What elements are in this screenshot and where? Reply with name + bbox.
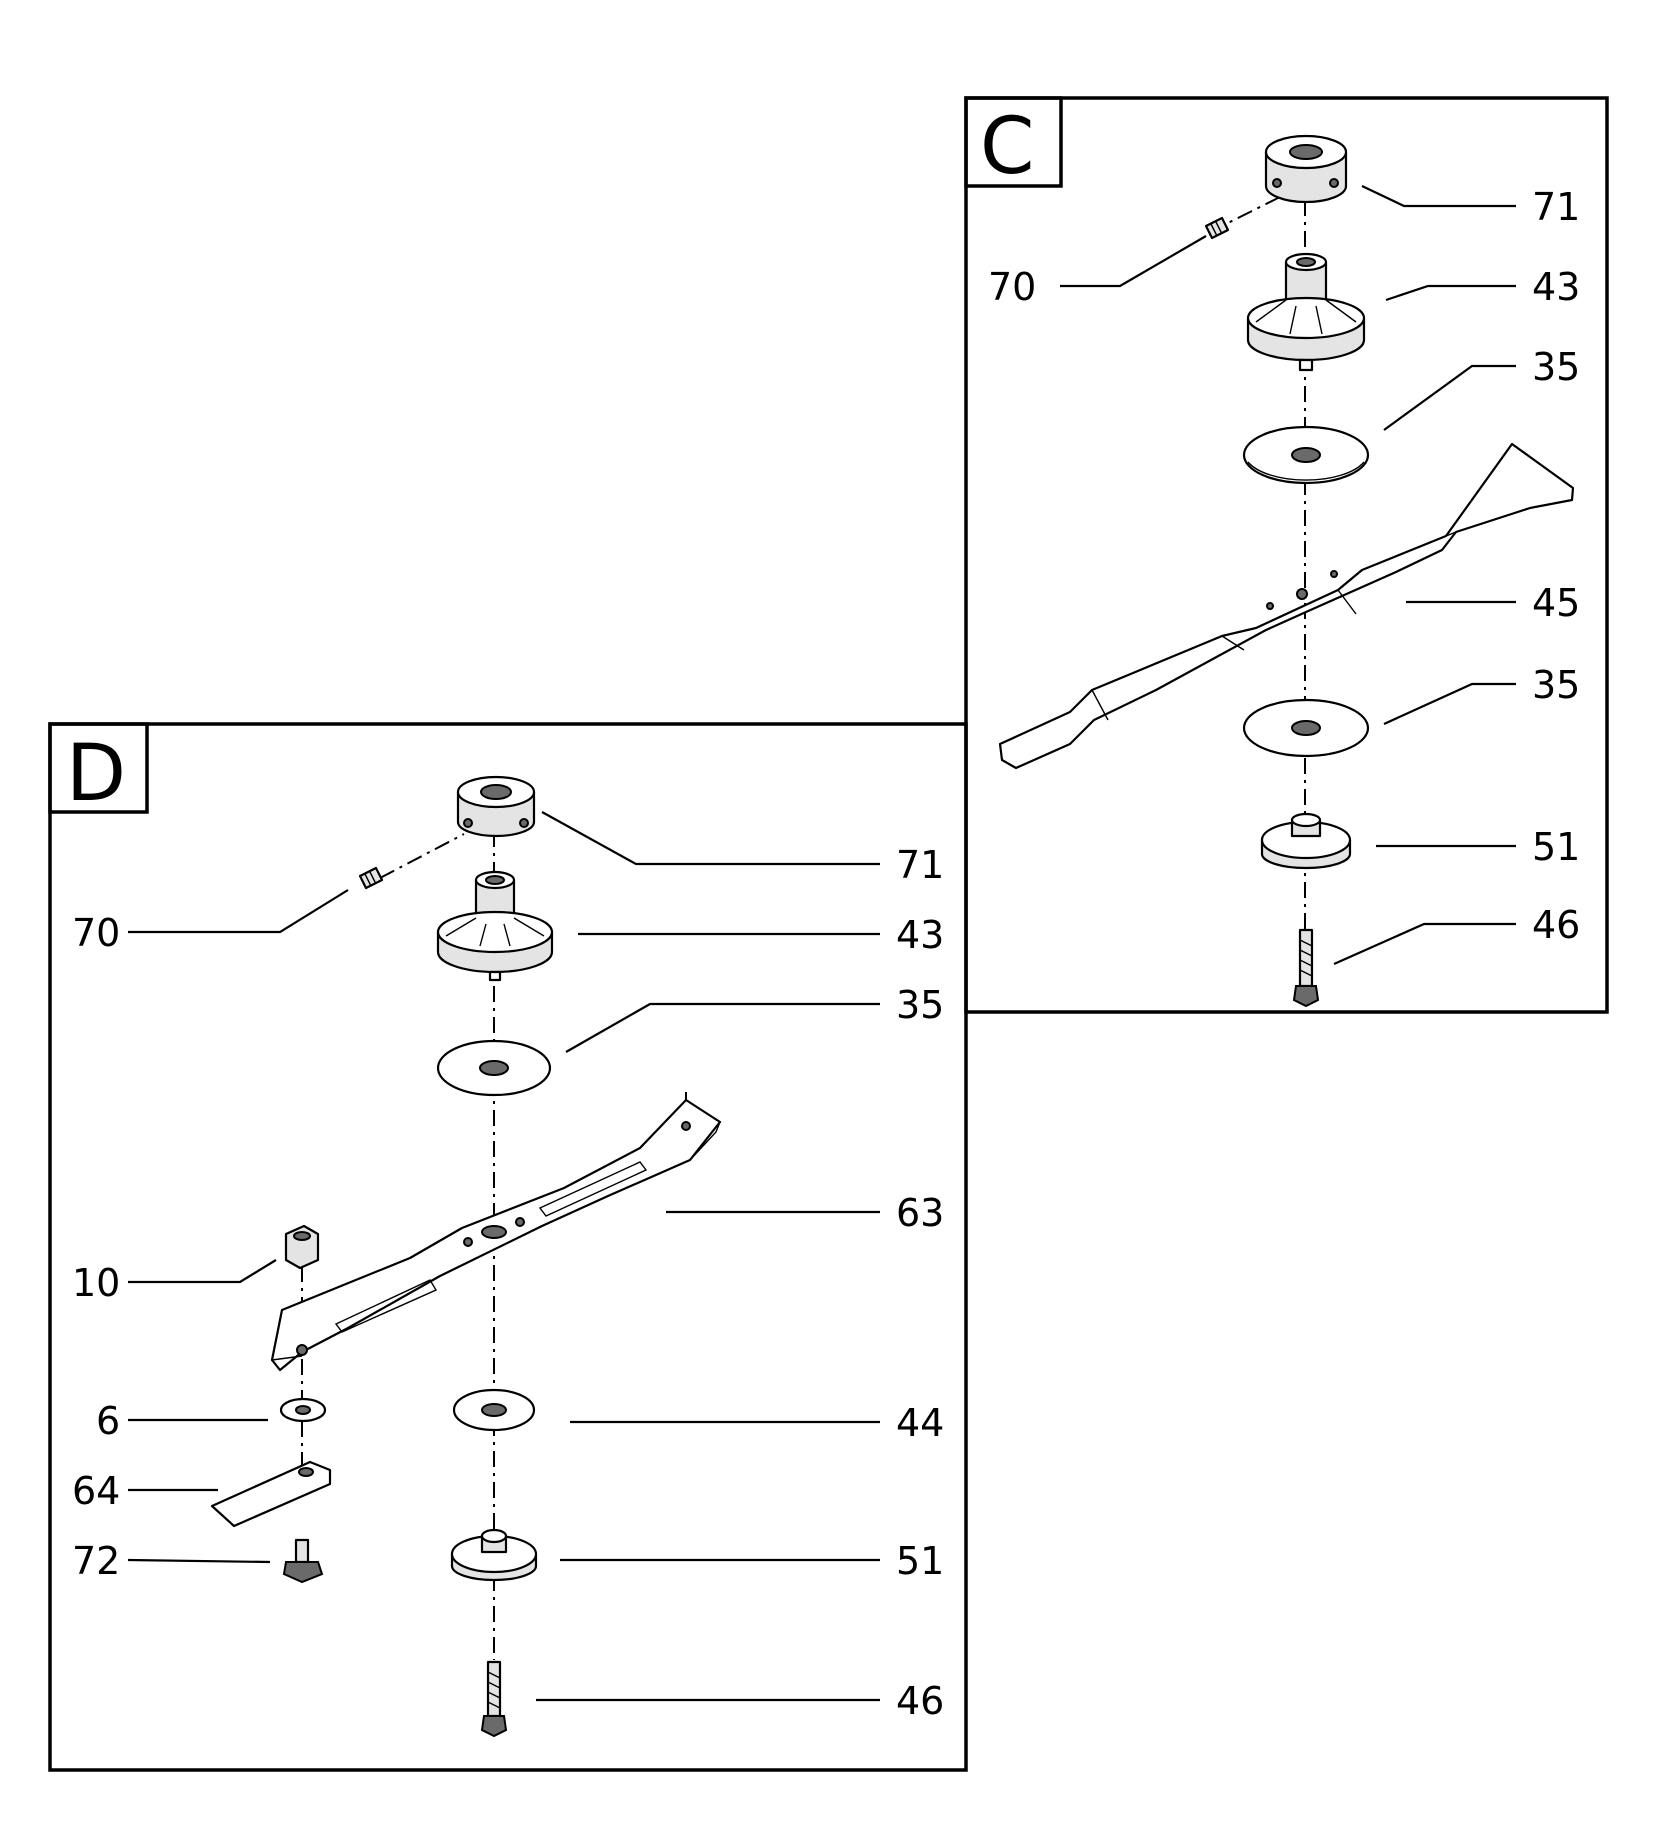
bolt-46-c [1292, 928, 1320, 1008]
bolt-72-d [282, 1538, 324, 1584]
panel-d-tag: D [66, 729, 126, 819]
leader-c-35b [1383, 682, 1516, 726]
leader-d-35 [565, 1002, 880, 1053]
leader-c-71 [1361, 185, 1516, 208]
label-d-72: 72 [72, 1539, 120, 1583]
label-d-10: 10 [72, 1261, 120, 1305]
leader-d-72 [127, 1558, 271, 1564]
label-c-45: 45 [1532, 581, 1580, 625]
label-d-64: 64 [72, 1469, 120, 1513]
label-d-63: 63 [896, 1191, 944, 1235]
label-d-35: 35 [896, 983, 944, 1027]
label-d-44: 44 [896, 1401, 944, 1445]
blade-hub-43-c [1246, 252, 1366, 372]
washer-35-c-upper [1242, 425, 1370, 485]
collar-71-c [1264, 134, 1348, 204]
label-d-51: 51 [896, 1539, 944, 1583]
bolt-46-d [480, 1660, 508, 1738]
collar-71-d [456, 775, 536, 838]
retainer-51-d [450, 1528, 538, 1582]
label-d-70: 70 [72, 911, 120, 955]
leader-c-70 [1060, 235, 1207, 288]
blade-hub-43-d [436, 870, 554, 982]
hex-nut-10-d [284, 1224, 320, 1270]
leader-d-71 [541, 811, 880, 866]
set-screw-70-c [1204, 216, 1230, 240]
flail-blade-64-d [210, 1460, 332, 1528]
leader-c-43 [1385, 284, 1516, 302]
panel-c-frame [964, 96, 1609, 1014]
leader-c-35a [1383, 364, 1516, 431]
washer-44-d [452, 1388, 536, 1432]
panel-d-frame [48, 722, 968, 1772]
panel-c: C [964, 96, 1609, 1014]
label-c-43: 43 [1532, 265, 1580, 309]
blade-bar-63-d [270, 1098, 722, 1372]
panel-d-setscrew-axis [379, 833, 465, 879]
panel-d-tag-box [48, 722, 149, 814]
label-d-6: 6 [96, 1399, 120, 1443]
panel-c-tag: C [980, 102, 1034, 192]
washer-35-c-lower [1242, 698, 1370, 758]
mower-blade-45-c [998, 442, 1575, 770]
label-d-46: 46 [896, 1679, 944, 1723]
washer-35-d [436, 1039, 552, 1097]
panel-d: D [48, 722, 968, 1772]
label-c-35a: 35 [1532, 345, 1580, 389]
label-c-70: 70 [988, 265, 1036, 309]
label-c-35b: 35 [1532, 663, 1580, 707]
label-d-71: 71 [896, 843, 944, 887]
label-d-43: 43 [896, 913, 944, 957]
panel-c-tag-box [964, 96, 1063, 188]
leader-d-70 [128, 889, 349, 934]
washer-6-d [279, 1397, 327, 1423]
leader-c-46 [1333, 922, 1516, 966]
label-c-46: 46 [1532, 903, 1580, 947]
leader-d-10 [128, 1259, 277, 1284]
retainer-51-c [1260, 812, 1352, 870]
label-c-71: 71 [1532, 185, 1580, 229]
set-screw-70-d [358, 866, 384, 890]
label-c-51: 51 [1532, 825, 1580, 869]
